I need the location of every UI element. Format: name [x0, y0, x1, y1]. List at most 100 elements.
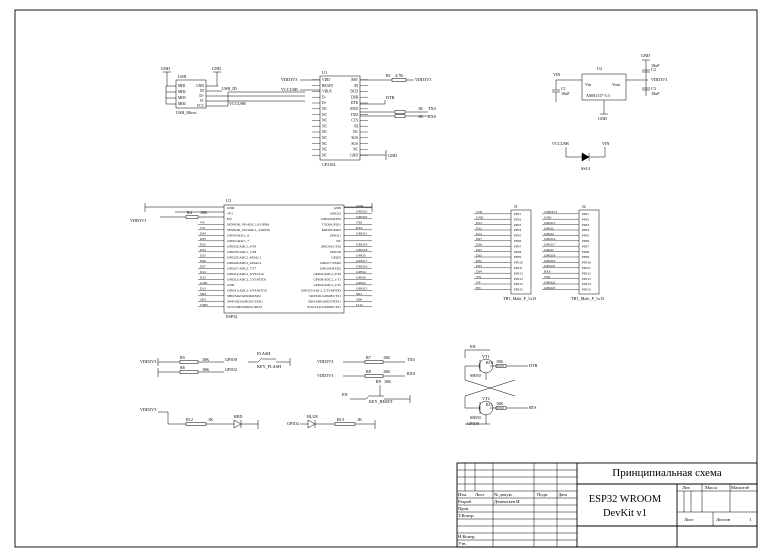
ldo-gnd-top: GND	[641, 53, 650, 58]
usb-pin-left: MH2	[178, 90, 186, 94]
j2-net: GPIO16	[544, 237, 556, 241]
esp32-name: ESP32	[226, 314, 237, 319]
esp32-ref: U3	[226, 198, 231, 203]
esp32-pin-left: GPIO32/ADC1_4/T9	[227, 245, 257, 249]
ar-rts: RTS	[529, 405, 537, 410]
tb-col-ndokum: № докум.	[494, 492, 513, 497]
flash-btn: FLASH	[257, 351, 270, 356]
j1-pin: PIN11	[514, 266, 523, 270]
esp32-pin-right: GPIO23	[330, 212, 342, 216]
usb-pin-right: D-	[200, 99, 205, 103]
j2-name: TH1_Male_P_1x15	[571, 296, 604, 301]
tb-list: Лист	[684, 517, 694, 522]
ldo-name: AMS1117-3.3	[586, 93, 610, 98]
j2-net: GPIO17	[544, 243, 556, 247]
tb-col-data: Дата	[558, 492, 567, 497]
pullup-net-3: VDD3V3	[317, 373, 333, 378]
j1-pin: PIN5	[514, 234, 521, 238]
j1-pin: PIN4	[514, 228, 521, 232]
esp32-net-right: GND	[356, 204, 364, 208]
esp32-net-left: SD3	[200, 298, 206, 302]
cp2102-r-tx: 1K	[418, 106, 423, 111]
esp32-pin-left: SENSOR_VP/ADC1_0/GPI36	[227, 223, 269, 227]
esp32-pin-left: GPIO33/ADC1_5/T8	[227, 250, 257, 254]
tb-row-razrab: Разраб.	[458, 499, 472, 504]
cp2102-vcc-label: VCCUSB	[281, 87, 298, 92]
ldo-c-out2-val: 10uF	[651, 91, 660, 96]
rst-btn: KEY_RESET	[369, 399, 393, 404]
j2-pin: PIN7	[582, 244, 589, 248]
cp2102-block	[300, 75, 428, 161]
j1-pin: PIN12	[514, 271, 523, 275]
j1-net: VP	[476, 280, 480, 284]
esp32-net-right: GPIO0	[356, 276, 366, 280]
usb-gnd-left: GND	[161, 66, 170, 71]
tb-massa: Масса	[705, 485, 717, 490]
diode-in: VCCUSB	[552, 141, 569, 146]
esp32-net-left: VN	[200, 226, 205, 230]
led-pwr: RED	[234, 414, 242, 419]
esp32-net-left: D25	[200, 254, 206, 258]
cp2102-pin-right: CTS	[351, 119, 358, 123]
tb-masshtab: Масштаб	[731, 485, 750, 490]
j2-net: GPIO15	[544, 221, 556, 225]
pullup-r5-net: GPIO0	[225, 357, 237, 362]
esp32-net-right: GPIO15	[356, 287, 368, 291]
j2-pin: PIN15	[582, 288, 591, 292]
led-r-blue: R13	[337, 417, 344, 422]
ldo-out-net: VDD3V3	[651, 77, 667, 82]
j2-net: VDD3V3	[544, 210, 557, 214]
j1-pin: PIN10	[514, 261, 523, 265]
j2-pin: PIN8	[582, 250, 589, 254]
led-r-pwr: R12	[186, 417, 193, 422]
diode-out: VIN	[602, 141, 609, 146]
esp32-pin-left: GPIO25/ADC2_8/DAC1	[227, 256, 262, 260]
usb-pin-left: MH3	[178, 96, 186, 100]
j2-ref: J2	[582, 204, 586, 209]
tb-row-nkontr: Н.Контр.	[458, 534, 476, 539]
j2-net: GPIO2	[544, 226, 554, 230]
esp32-pin-left: GND	[227, 206, 235, 210]
esp32-pin-right: SCK/CLK/GPIO6/CTS1	[307, 305, 341, 309]
esp32-pin-left: GPIO14/ADC2_6/T6/CLK	[227, 272, 264, 276]
j1-net: D32	[476, 259, 482, 263]
cp2102-pin-left: NC	[322, 124, 328, 128]
ldo-gnd-bottom: GND	[598, 116, 607, 121]
title-block	[456, 462, 758, 548]
j1-net: D13	[476, 221, 482, 225]
j1-ref: J1	[514, 204, 518, 209]
esp32-r-en: R4	[187, 210, 193, 215]
tb-doc-type: Принципиальная схема	[612, 467, 722, 479]
tb-row-prov: Пров.	[458, 506, 469, 511]
esp32-pin-right: SDO/SD0/GPIO7/RTS1	[308, 300, 341, 304]
cp2102-pin-left: REGIN	[322, 84, 333, 88]
esp32-block	[144, 203, 373, 314]
j2-net: GPIO4	[544, 232, 554, 236]
esp32-pin-right: GPIO17/TXD2	[320, 261, 341, 265]
led-blue: BLUE	[307, 414, 318, 419]
cp2102-dtr: DTR	[386, 95, 395, 100]
esp32-pin-left: SENSOR_VN/ADC1_3/GPI39	[227, 228, 270, 232]
esp32-net-left: CMD	[200, 303, 208, 307]
cp2102-pin-right: RI	[354, 124, 358, 128]
j2-pin: PIN10	[582, 261, 591, 265]
esp32-pin-left: GPIO27/ADC2_7/T7	[227, 267, 257, 271]
tb-lit: Лит.	[682, 485, 690, 490]
j2-net: RX0	[544, 270, 551, 274]
esp32-net-left: D27	[200, 265, 206, 269]
cp2102-pin-left: NC	[322, 153, 328, 157]
ar-r10-val: 10K	[496, 359, 503, 364]
tb-listov: Листов	[716, 517, 731, 522]
cp2102-pin-left: D-	[322, 95, 327, 99]
j2-pin: PIN13	[582, 277, 591, 281]
usb-net-vcc: VCCUSB	[229, 101, 246, 106]
esp32-net-right: GPIO17	[356, 259, 368, 263]
pullup-r6: R6	[180, 365, 185, 370]
esp32-net-left: D12	[200, 276, 206, 280]
j1-pin: PIN3	[514, 223, 521, 227]
esp32-pin-right: GPIO4/ADC2_0/T0	[313, 272, 341, 276]
esp32-net-left: GND	[200, 281, 208, 285]
j2-pin: PIN9	[582, 255, 589, 259]
j1-net: VIN	[476, 210, 483, 214]
